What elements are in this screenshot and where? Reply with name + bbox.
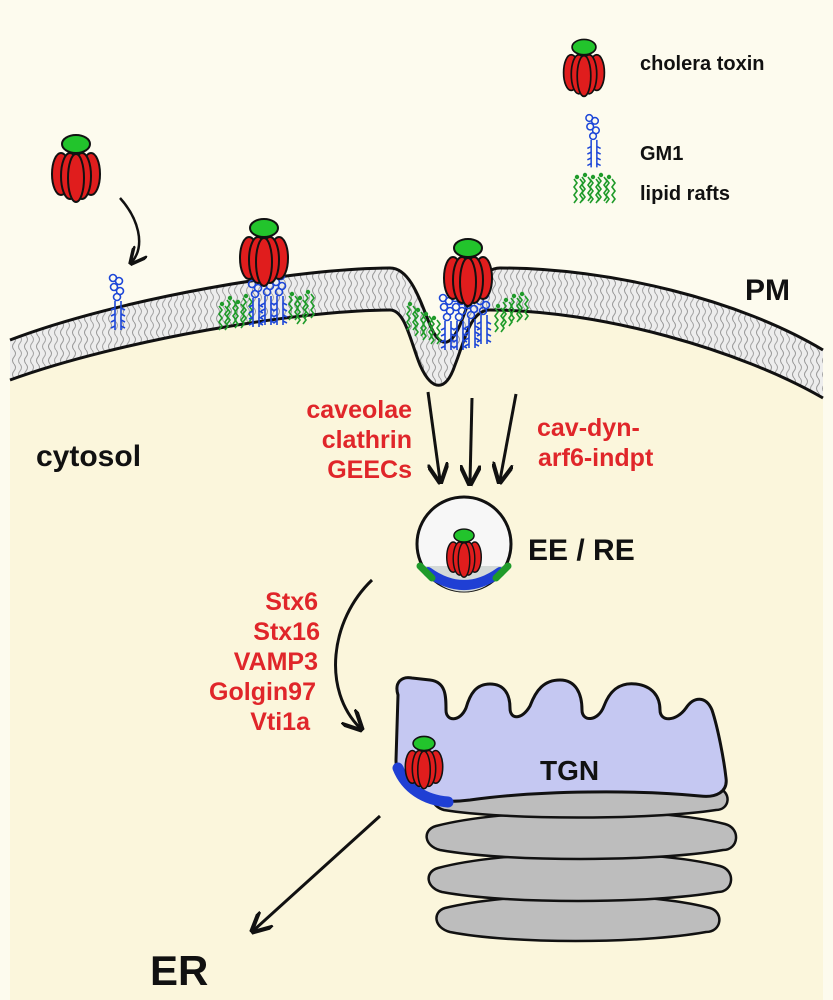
tgn-membrane-patch bbox=[392, 762, 454, 808]
legend: cholera toxin GM1 lipid rafts bbox=[562, 38, 764, 205]
endocytic-routes-left: caveolae clathrin GEECs bbox=[306, 396, 412, 484]
golgi-stack bbox=[425, 774, 738, 943]
endocytosis-arrow-2 bbox=[470, 397, 472, 482]
endocytosis-arrows bbox=[426, 391, 518, 482]
legend-lipid-rafts-label: lipid rafts bbox=[640, 183, 730, 205]
tgn-to-er-arrow bbox=[254, 814, 382, 930]
route-arf6-indpt-label: arf6-indpt bbox=[538, 444, 654, 472]
factor-golgin97-label: Golgin97 bbox=[209, 678, 316, 706]
legend-cholera-toxin-label: cholera toxin bbox=[640, 53, 764, 75]
factor-vti1a-label: Vti1a bbox=[250, 708, 311, 736]
route-caveolae-label: caveolae bbox=[306, 396, 412, 424]
pm-label: PM bbox=[745, 274, 790, 307]
early-recycling-endosome bbox=[415, 495, 513, 593]
route-geecs-label: GEECs bbox=[327, 456, 412, 484]
cytosol-label: cytosol bbox=[36, 440, 141, 473]
factor-stx6-label: Stx6 bbox=[265, 588, 318, 616]
legend-gm1-label: GM1 bbox=[640, 143, 683, 165]
trans-golgi-network bbox=[394, 676, 728, 803]
tgn-factors: Stx6 Stx16 VAMP3 Golgin97 Vti1a bbox=[209, 588, 320, 736]
endosome-to-tgn-arrow bbox=[334, 578, 374, 728]
route-clathrin-label: clathrin bbox=[322, 426, 412, 454]
binding-arrow bbox=[119, 197, 139, 262]
route-cav-dyn-label: cav-dyn- bbox=[537, 414, 640, 442]
golgi-cisterna-3 bbox=[427, 852, 733, 903]
er-label: ER bbox=[150, 947, 208, 994]
factor-vamp3-label: VAMP3 bbox=[234, 648, 318, 676]
factor-stx16-label: Stx16 bbox=[253, 618, 320, 646]
endocytosis-arrow-1 bbox=[426, 391, 440, 480]
tgn-label: TGN bbox=[540, 755, 599, 786]
ee-re-label: EE / RE bbox=[528, 534, 635, 567]
cytosol-region bbox=[10, 310, 823, 1000]
endocytosis-arrow-3 bbox=[500, 393, 518, 480]
endocytic-routes-right: cav-dyn- arf6-indpt bbox=[537, 414, 654, 472]
